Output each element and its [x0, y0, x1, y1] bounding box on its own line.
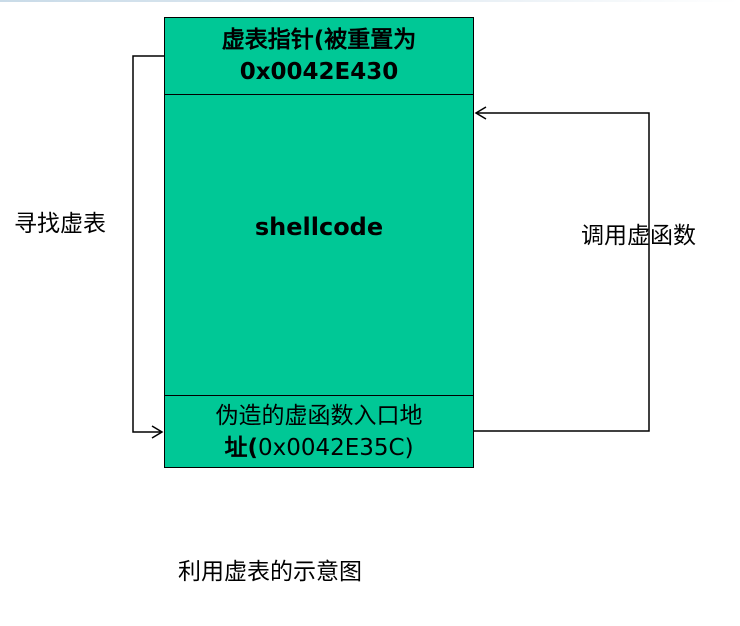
find-vtable-arrowhead	[151, 425, 164, 439]
top-divider	[0, 0, 740, 2]
fake-entry-address-prefix: 址(	[224, 434, 258, 461]
shellcode-block: shellcode	[164, 94, 474, 396]
vtable-pointer-address: 0x0042E430	[239, 59, 399, 85]
call-virtual-arrowhead	[474, 106, 487, 120]
fake-entry-address-line: 址(0x0042E35C)	[224, 432, 413, 464]
fake-entry-label: 伪造的虚函数入口地	[215, 402, 423, 429]
find-vtable-connector	[132, 55, 164, 433]
call-virtual-function-label: 调用虚函数	[581, 223, 696, 249]
vtable-pointer-label: 虚表指针(被重置为	[221, 27, 417, 53]
find-vtable-label: 寻找虚表	[14, 211, 106, 237]
vtable-pointer-block: 虚表指针(被重置为 0x0042E430	[164, 17, 474, 95]
shellcode-label: shellcode	[254, 213, 384, 241]
call-virtual-connector	[474, 112, 650, 432]
fake-entry-address: 0x0042E35C)	[257, 434, 414, 461]
fake-virtual-function-entry-block: 伪造的虚函数入口地 址(0x0042E35C)	[164, 395, 474, 468]
diagram-caption: 利用虚表的示意图	[178, 559, 362, 585]
